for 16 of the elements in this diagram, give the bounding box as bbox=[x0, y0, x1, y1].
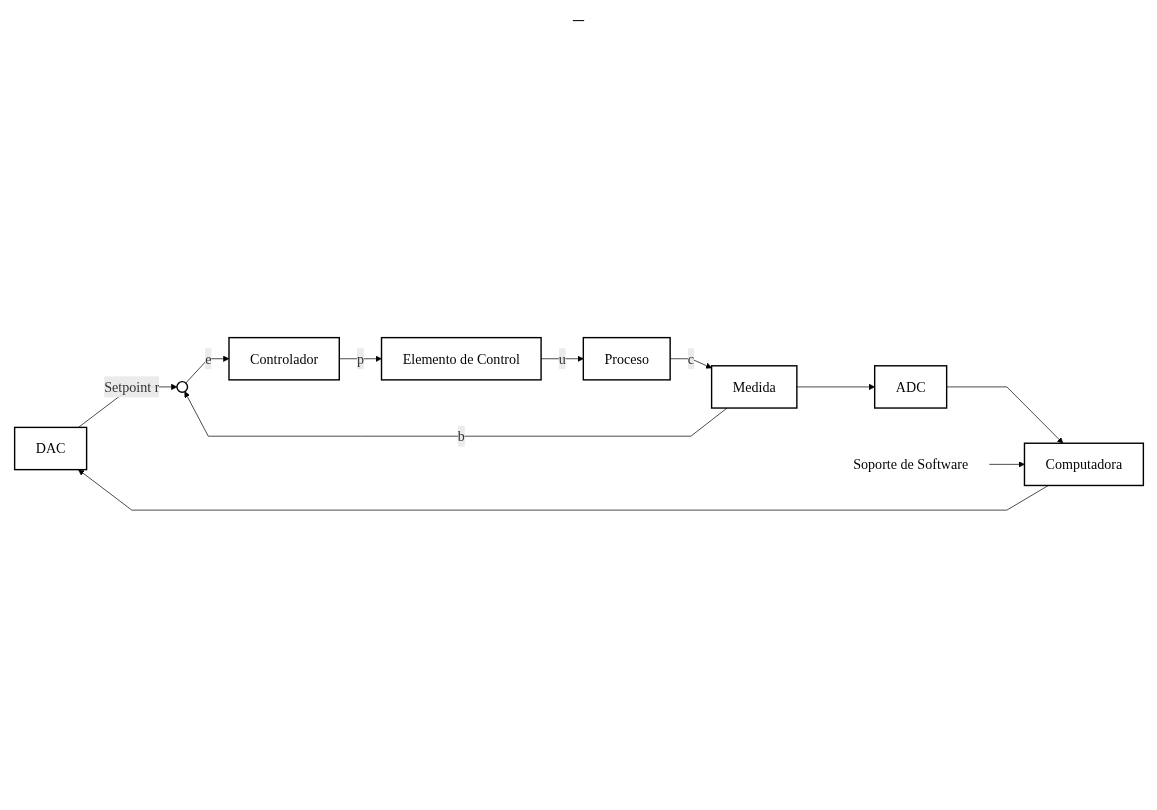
node-text: Soporte de Software bbox=[852, 456, 968, 473]
node-box: ADC bbox=[873, 365, 947, 409]
edge-label: p bbox=[356, 351, 364, 367]
edge-label: b bbox=[457, 428, 465, 445]
node-box: Medida bbox=[710, 365, 798, 409]
edge-label: e bbox=[204, 351, 211, 367]
node-box: Controlador bbox=[227, 337, 340, 381]
node-box: Computadora bbox=[1023, 442, 1144, 487]
edge-label: u bbox=[558, 351, 566, 367]
sign-label: – bbox=[573, 6, 584, 31]
node-box: DAC bbox=[13, 426, 87, 471]
node-box: Proceso bbox=[582, 337, 671, 381]
node-circle bbox=[175, 381, 188, 394]
node-box: Elemento de Control bbox=[380, 337, 542, 381]
edge-label: c bbox=[687, 351, 694, 367]
edge-label: Setpoint r bbox=[103, 379, 159, 395]
